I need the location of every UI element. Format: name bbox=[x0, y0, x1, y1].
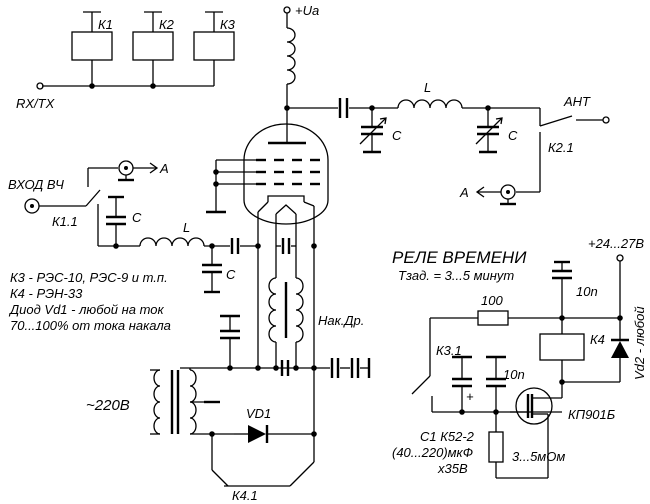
label-vhod-vch: ВХОД ВЧ bbox=[8, 177, 64, 192]
input-inductor-l bbox=[139, 237, 205, 247]
label-k3: К3 bbox=[220, 17, 236, 32]
filament-transformer bbox=[150, 368, 220, 435]
switch-k4-1 bbox=[211, 469, 229, 487]
tube-filament bbox=[275, 204, 297, 215]
label-c-tune1: C bbox=[392, 128, 402, 143]
relay-coil-k4 bbox=[539, 333, 585, 361]
label-rxtx: RX/TX bbox=[16, 96, 56, 111]
relay-coil-k3 bbox=[193, 31, 235, 61]
transistor-kp901b bbox=[515, 387, 553, 425]
label-l-top: L bbox=[424, 80, 431, 95]
label-ant: АНТ bbox=[563, 94, 591, 109]
label-10n-top: 10n bbox=[576, 284, 598, 299]
note-current: 70...100% от тока накала bbox=[10, 318, 171, 333]
relay-title: РЕЛЕ ВРЕМЕНИ bbox=[392, 248, 527, 267]
label-k4: К4 bbox=[590, 332, 605, 347]
filament-choke-winding-1 bbox=[268, 277, 277, 343]
label-c-tune2: C bbox=[508, 128, 518, 143]
c1-spec-line1: С1 К52-2 bbox=[420, 429, 475, 444]
rxtx-terminal bbox=[36, 82, 44, 90]
label-c-in: C bbox=[132, 210, 142, 225]
relay-coils-group bbox=[36, 11, 235, 90]
label-vd2: Vd2 - любой bbox=[632, 306, 647, 380]
label-ua: +Ua bbox=[295, 3, 319, 18]
label-r100: 100 bbox=[481, 293, 503, 308]
note-k4: К4 - РЭН-33 bbox=[10, 286, 83, 301]
resistor-100 bbox=[477, 310, 509, 326]
label-220v: ~220В bbox=[86, 397, 130, 414]
label-vd1: VD1 bbox=[246, 406, 271, 421]
label-k41: К4.1 bbox=[232, 488, 258, 503]
label-k11: К1.1 bbox=[52, 214, 78, 229]
anode-choke bbox=[286, 27, 296, 85]
switch-k2-1 bbox=[539, 115, 573, 127]
switch-k1-1 bbox=[85, 189, 101, 207]
label-kp901: КП901Б bbox=[568, 407, 616, 422]
relay-time-setting: Тзад. = 3...5 минут bbox=[398, 268, 514, 283]
label-l-in: L bbox=[183, 220, 190, 235]
switch-k3-1 bbox=[411, 375, 431, 395]
label-a-left: A bbox=[159, 161, 169, 176]
tube-cathode bbox=[267, 195, 305, 202]
note-k3: К3 - РЭС-10, РЭС-9 и т.п. bbox=[10, 270, 168, 285]
filament-choke-winding-2 bbox=[295, 277, 304, 343]
label-plus: + bbox=[466, 389, 474, 404]
ua-terminal bbox=[283, 6, 291, 14]
relay-coil-k1 bbox=[71, 31, 113, 61]
label-c-grid: C bbox=[226, 267, 236, 282]
label-k21: К2.1 bbox=[548, 140, 574, 155]
label-k2: К2 bbox=[159, 17, 175, 32]
resistor-3-5-mohm bbox=[488, 431, 504, 463]
diode-vd1 bbox=[248, 425, 266, 443]
label-k31: К3.1 bbox=[436, 343, 462, 358]
c1-spec-line2: (40...220)мкФ bbox=[392, 445, 473, 460]
label-r-3-5-mohm: 3...5мОм bbox=[512, 449, 565, 464]
c1-spec-line3: х35В bbox=[437, 461, 468, 476]
label-supply-24-27v: +24...27В bbox=[588, 236, 644, 251]
diode-vd2 bbox=[611, 341, 629, 358]
label-nak-dr: Нак.Др. bbox=[318, 313, 364, 328]
relay-coil-k2 bbox=[132, 31, 174, 61]
vacuum-tube bbox=[243, 123, 329, 225]
label-k1: К1 bbox=[98, 17, 113, 32]
note-diode: Диод Vd1 - любой на ток bbox=[8, 302, 164, 317]
tank-inductor-l bbox=[397, 99, 463, 109]
label-10n-mid: 10n bbox=[503, 367, 525, 382]
label-a-right: A bbox=[459, 185, 469, 200]
supply-24v-terminal bbox=[616, 254, 624, 262]
antenna-terminal bbox=[602, 116, 610, 124]
